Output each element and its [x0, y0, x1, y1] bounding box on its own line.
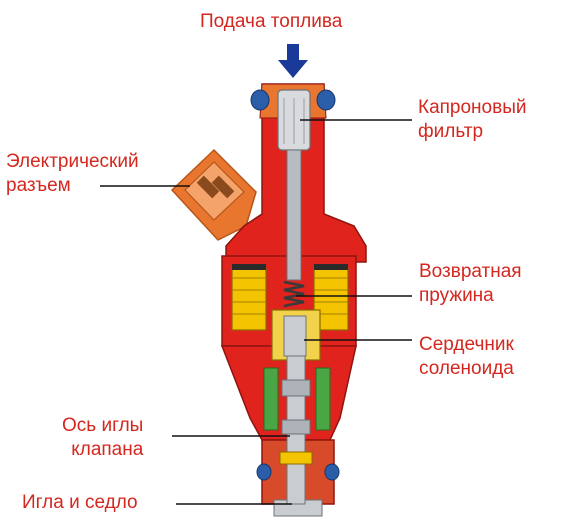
fuel-tube	[286, 149, 302, 281]
label-needle-and-seat: Игла и седло	[22, 491, 138, 515]
label-fuel-supply: Подача топлива	[200, 10, 342, 34]
label-needle-and-seat-text: Игла и седло	[22, 492, 138, 513]
return-spring	[283, 280, 305, 308]
label-electrical-connector-line2: разъем	[6, 175, 71, 196]
label-electrical-connector-line1: Электрический	[6, 151, 139, 172]
label-nylon-filter-line2: фильтр	[418, 121, 484, 142]
label-needle-axis-line2: клапана	[71, 439, 144, 460]
seal-rings	[250, 89, 340, 481]
label-nylon-filter-line1: Капроновый	[418, 97, 527, 118]
label-solenoid-core-line1: Сердечник	[419, 334, 514, 355]
needle-axis	[279, 355, 313, 505]
label-nylon-filter: Капроновый фильтр	[418, 96, 526, 144]
label-solenoid-core-line2: соленоида	[419, 358, 514, 379]
inner-guide	[263, 367, 331, 431]
label-solenoid-core: Сердечник соленоида	[419, 333, 514, 381]
leader-lines	[100, 119, 412, 505]
label-needle-axis: Ось иглы клапана	[62, 414, 143, 462]
label-electrical-connector: Электрический разъем	[6, 150, 139, 198]
electrical-connector	[170, 148, 257, 241]
label-needle-axis-line1: Ось иглы	[62, 415, 144, 436]
label-return-spring-line2: пружина	[419, 285, 494, 306]
fuel-inflow-arrow	[278, 44, 308, 78]
label-return-spring: Возвратная пружина	[419, 260, 522, 308]
label-fuel-supply-text: Подача топлива	[200, 11, 343, 32]
solenoid-coils	[231, 264, 349, 331]
label-return-spring-line1: Возвратная	[419, 261, 522, 282]
solenoid-core	[271, 309, 321, 361]
